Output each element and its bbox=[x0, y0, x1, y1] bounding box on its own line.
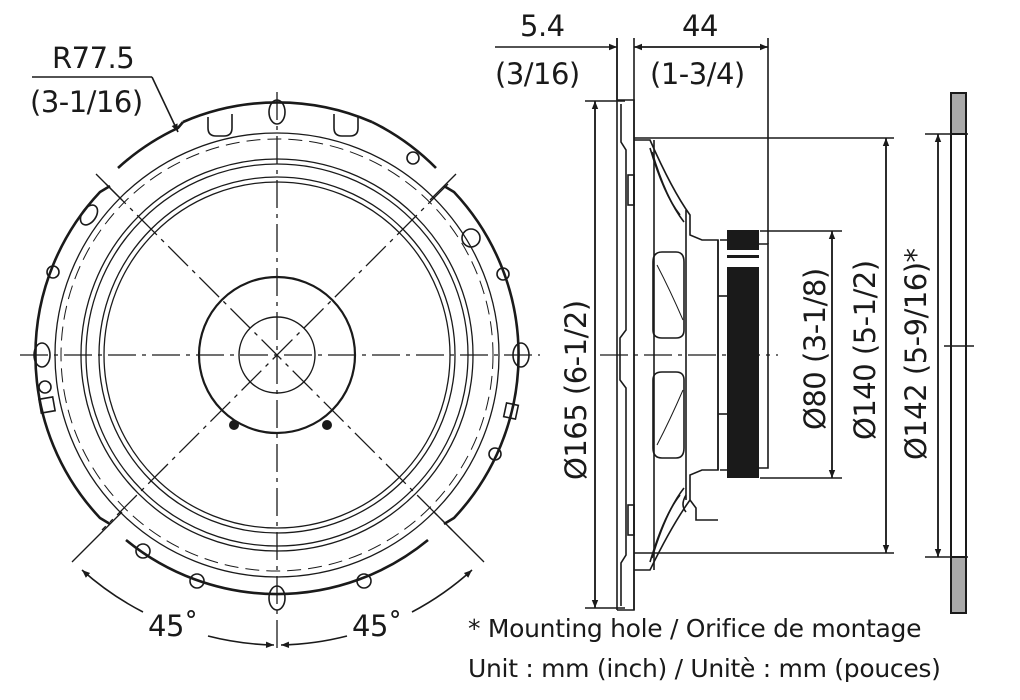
magnet-diameter-label: Ø80 (3-1/8) bbox=[798, 268, 832, 430]
dim-80 bbox=[760, 230, 842, 479]
radius-leader bbox=[32, 76, 179, 133]
front-view bbox=[20, 76, 540, 650]
depth-dimensions bbox=[495, 38, 769, 244]
mounting-panel bbox=[944, 92, 974, 614]
dim-140 bbox=[634, 137, 894, 554]
unit-note: Unit : mm (inch) / Unitè : mm (pouces) bbox=[468, 654, 941, 683]
mount-depth-in-label: (1-3/4) bbox=[650, 57, 745, 91]
magnet bbox=[727, 230, 759, 478]
angle-arcs bbox=[81, 569, 473, 649]
dim-165 bbox=[585, 100, 625, 609]
radius-mm-label: R77.5 bbox=[52, 41, 135, 75]
angle-right-label: 45˚ bbox=[352, 609, 402, 643]
basket-diameter-label: Ø140 (5-1/2) bbox=[848, 260, 882, 440]
flange bbox=[616, 38, 635, 611]
outer-diameter-label: Ø165 (6-1/2) bbox=[559, 300, 593, 480]
mounting-hole-diameter-label: Ø142 (5-9/16)* bbox=[899, 248, 933, 460]
terminal-dot bbox=[229, 420, 239, 430]
side-view bbox=[495, 38, 974, 614]
angle-left-label: 45˚ bbox=[148, 609, 198, 643]
center-lines bbox=[20, 92, 540, 650]
flange-thickness-in-label: (3/16) bbox=[495, 57, 580, 91]
terminal-dot bbox=[322, 420, 332, 430]
mount-depth-mm-label: 44 bbox=[682, 9, 718, 43]
flange-thickness-mm-label: 5.4 bbox=[520, 9, 565, 43]
mounting-hole-note: * Mounting hole / Orifice de montage bbox=[468, 614, 922, 643]
small-holes bbox=[38, 151, 510, 589]
radius-in-label: (3-1/16) bbox=[30, 85, 143, 119]
